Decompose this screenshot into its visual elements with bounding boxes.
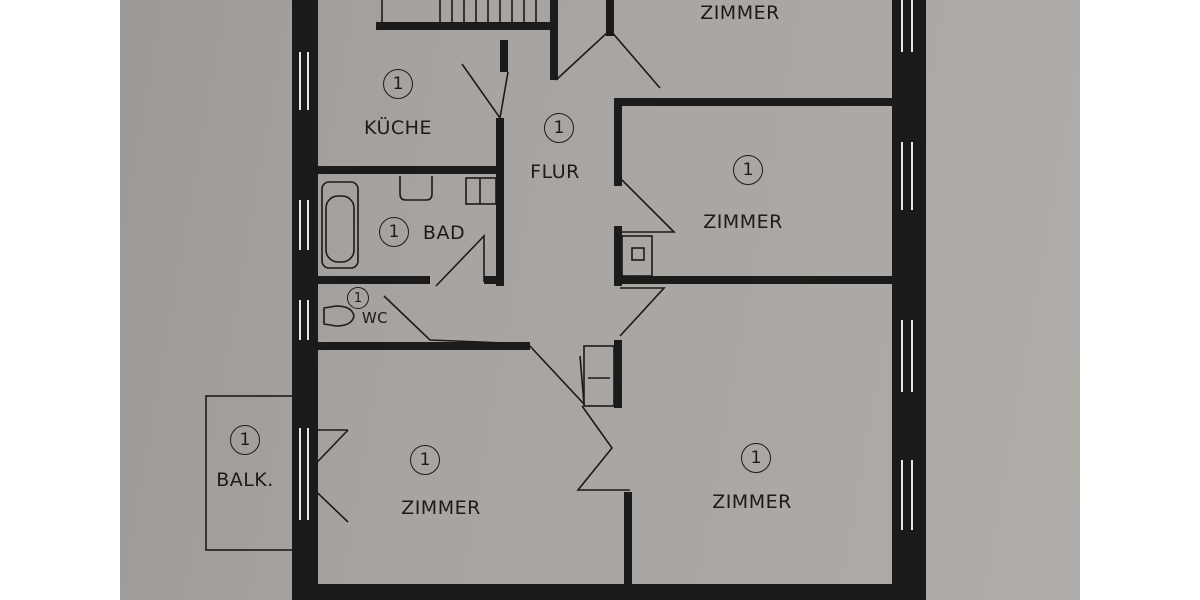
room-name-zimmer-left: ZIMMER [401, 497, 481, 519]
windows [299, 0, 913, 530]
room-number-flur: 1 [544, 113, 574, 143]
room-number-bad: 1 [379, 217, 409, 247]
room-name-flur: FLUR [530, 161, 580, 183]
room-name-zimmer-top: ZIMMER [700, 2, 780, 24]
fixtures [205, 0, 676, 551]
room-number-zimmer-left: 1 [410, 445, 440, 475]
room-number-kueche: 1 [383, 69, 413, 99]
room-number-wc: 1 [347, 287, 369, 309]
room-number-zimmer-mid: 1 [733, 155, 763, 185]
room-name-balkon: BALK. [216, 469, 274, 491]
room-name-bad: BAD [422, 222, 466, 244]
walls [292, 0, 926, 600]
room-name-zimmer-right: ZIMMER [712, 491, 792, 513]
room-name-wc: WC [361, 309, 389, 327]
room-name-zimmer-mid: ZIMMER [703, 211, 783, 233]
room-name-kueche: KÜCHE [364, 117, 432, 139]
room-number-balkon: 1 [230, 425, 260, 455]
room-number-zimmer-right: 1 [741, 443, 771, 473]
